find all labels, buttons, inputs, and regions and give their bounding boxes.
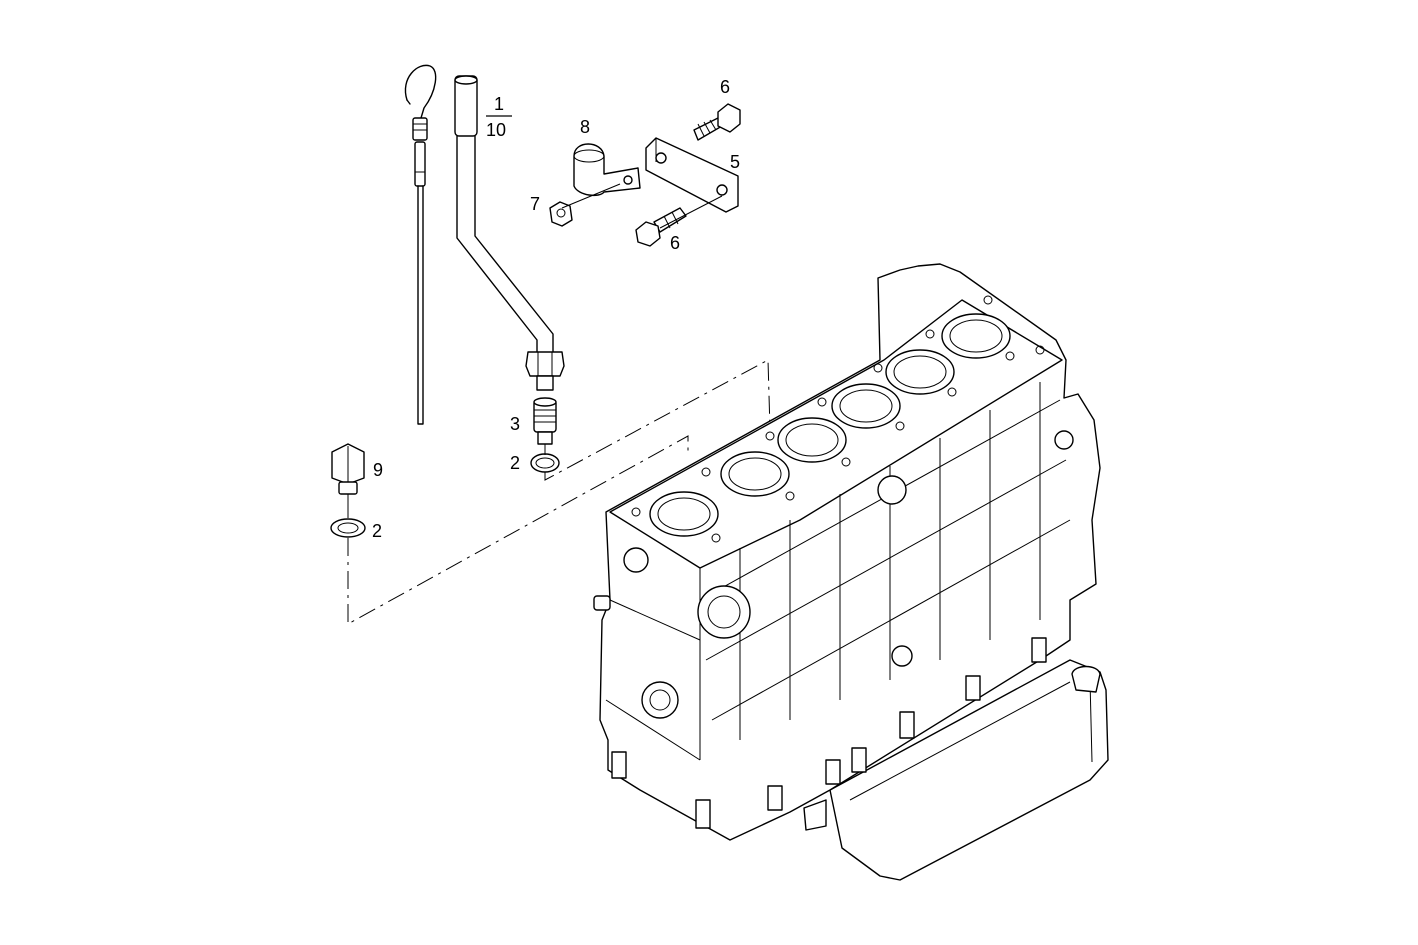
callout-8: 8 [580,117,590,137]
sealing-washer-lower [330,518,366,538]
hex-nut [549,201,573,227]
callout-2-upper: 2 [510,453,520,473]
assembly-dash-lines [347,359,771,625]
callout-10: 10 [486,120,506,140]
callout-2-lower: 2 [372,521,382,541]
bolt-lower [635,207,687,247]
engine-block [593,263,1109,881]
dipstick [404,64,437,425]
bolt-upper [693,103,741,141]
cylinder-bores [649,313,1011,537]
callouts: 1 10 8 6 5 7 6 3 2 9 2 [372,77,740,541]
sealing-ring-upper [530,453,560,473]
pipe-clamp [573,143,641,197]
callout-7: 7 [530,194,540,214]
callout-6-lower: 6 [670,233,680,253]
deck-holes [631,295,1045,543]
dipstick-tube [454,75,565,391]
callout-3: 3 [510,414,520,434]
callout-9: 9 [373,460,383,480]
block-ribs [605,382,1071,761]
leader-lines [347,183,723,518]
pan-flange-clips [611,637,1047,829]
threaded-adapter [533,397,557,445]
callout-6-upper: 6 [720,77,730,97]
bracket-plate [645,137,739,213]
callout-1: 1 [494,94,504,114]
callout-5: 5 [730,152,740,172]
drain-plug [331,443,365,495]
